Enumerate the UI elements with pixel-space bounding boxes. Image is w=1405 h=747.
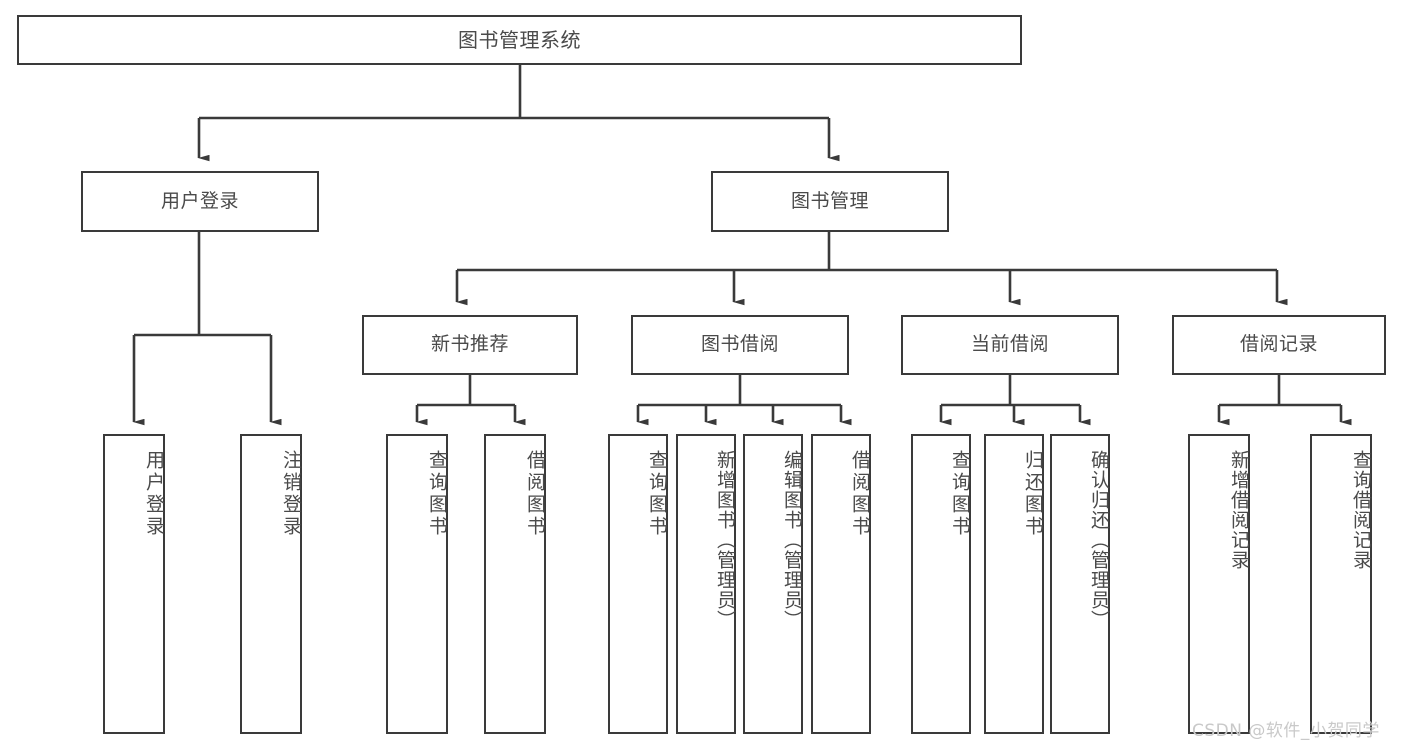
node-user-login[interactable]: 用户登录	[81, 171, 319, 232]
leaf-edit-book-admin[interactable]: 编辑图书（管理员）	[743, 434, 803, 734]
leaf-add-book-admin[interactable]: 新增图书（管理员）	[676, 434, 736, 734]
node-book-borrow[interactable]: 图书借阅	[631, 315, 849, 375]
node-current-borrow[interactable]: 当前借阅	[901, 315, 1119, 375]
csdn-watermark: CSDN @软件_小贺同学	[1192, 721, 1380, 741]
leaf-query-book-current[interactable]: 查询图书	[911, 434, 971, 734]
leaf-borrow-book[interactable]: 借阅图书	[811, 434, 871, 734]
node-borrow-record[interactable]: 借阅记录	[1172, 315, 1386, 375]
leaf-add-borrow-record[interactable]: 新增借阅记录	[1188, 434, 1250, 734]
node-root-system[interactable]: 图书管理系统	[17, 15, 1022, 65]
node-book-management[interactable]: 图书管理	[711, 171, 949, 232]
leaf-confirm-return-admin[interactable]: 确认归还（管理员）	[1050, 434, 1110, 734]
leaf-query-book-recommend[interactable]: 查询图书	[386, 434, 448, 734]
leaf-logout[interactable]: 注销登录	[240, 434, 302, 734]
leaf-return-book[interactable]: 归还图书	[984, 434, 1044, 734]
node-new-book-recommend[interactable]: 新书推荐	[362, 315, 578, 375]
leaf-query-book-borrow[interactable]: 查询图书	[608, 434, 668, 734]
leaf-borrow-book-recommend[interactable]: 借阅图书	[484, 434, 546, 734]
leaf-query-borrow-record[interactable]: 查询借阅记录	[1310, 434, 1372, 734]
leaf-user-login[interactable]: 用户登录	[103, 434, 165, 734]
